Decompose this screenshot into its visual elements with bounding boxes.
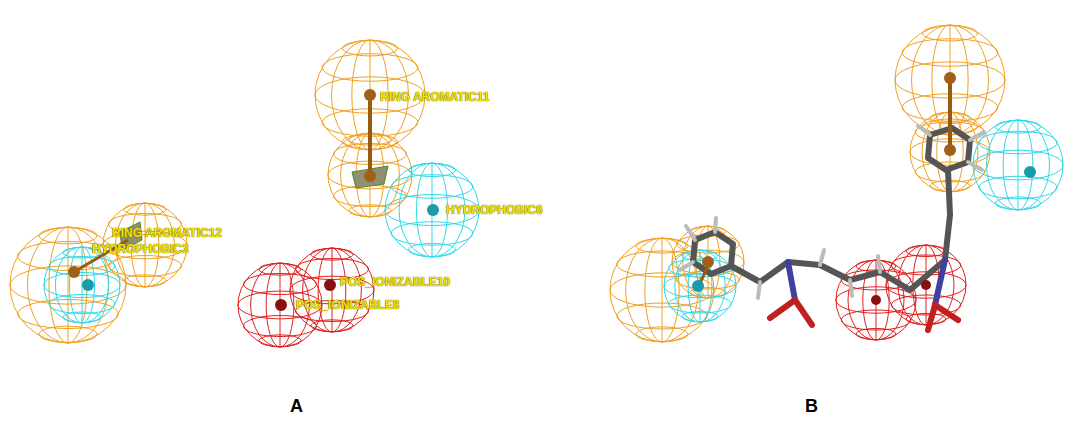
sphere-group-a (10, 40, 479, 347)
panel-letter: A (290, 396, 303, 417)
panel-letter: B (805, 396, 818, 417)
feature-label: POS_IONIZABLE10 (340, 275, 450, 289)
feature-label: HYDROPHOBIC3 (92, 242, 189, 256)
feature-label: RING AROMATIC11 (380, 90, 489, 104)
feature-label: POS_IONIZABLE8 (296, 298, 399, 312)
feature-label: HYDROPHOBIC6 (446, 203, 543, 217)
feature-centers-b (692, 72, 1036, 305)
feature-label: RING AROMATIC12 (112, 226, 222, 240)
sphere-group-b (610, 25, 1063, 342)
molecule (680, 126, 984, 330)
